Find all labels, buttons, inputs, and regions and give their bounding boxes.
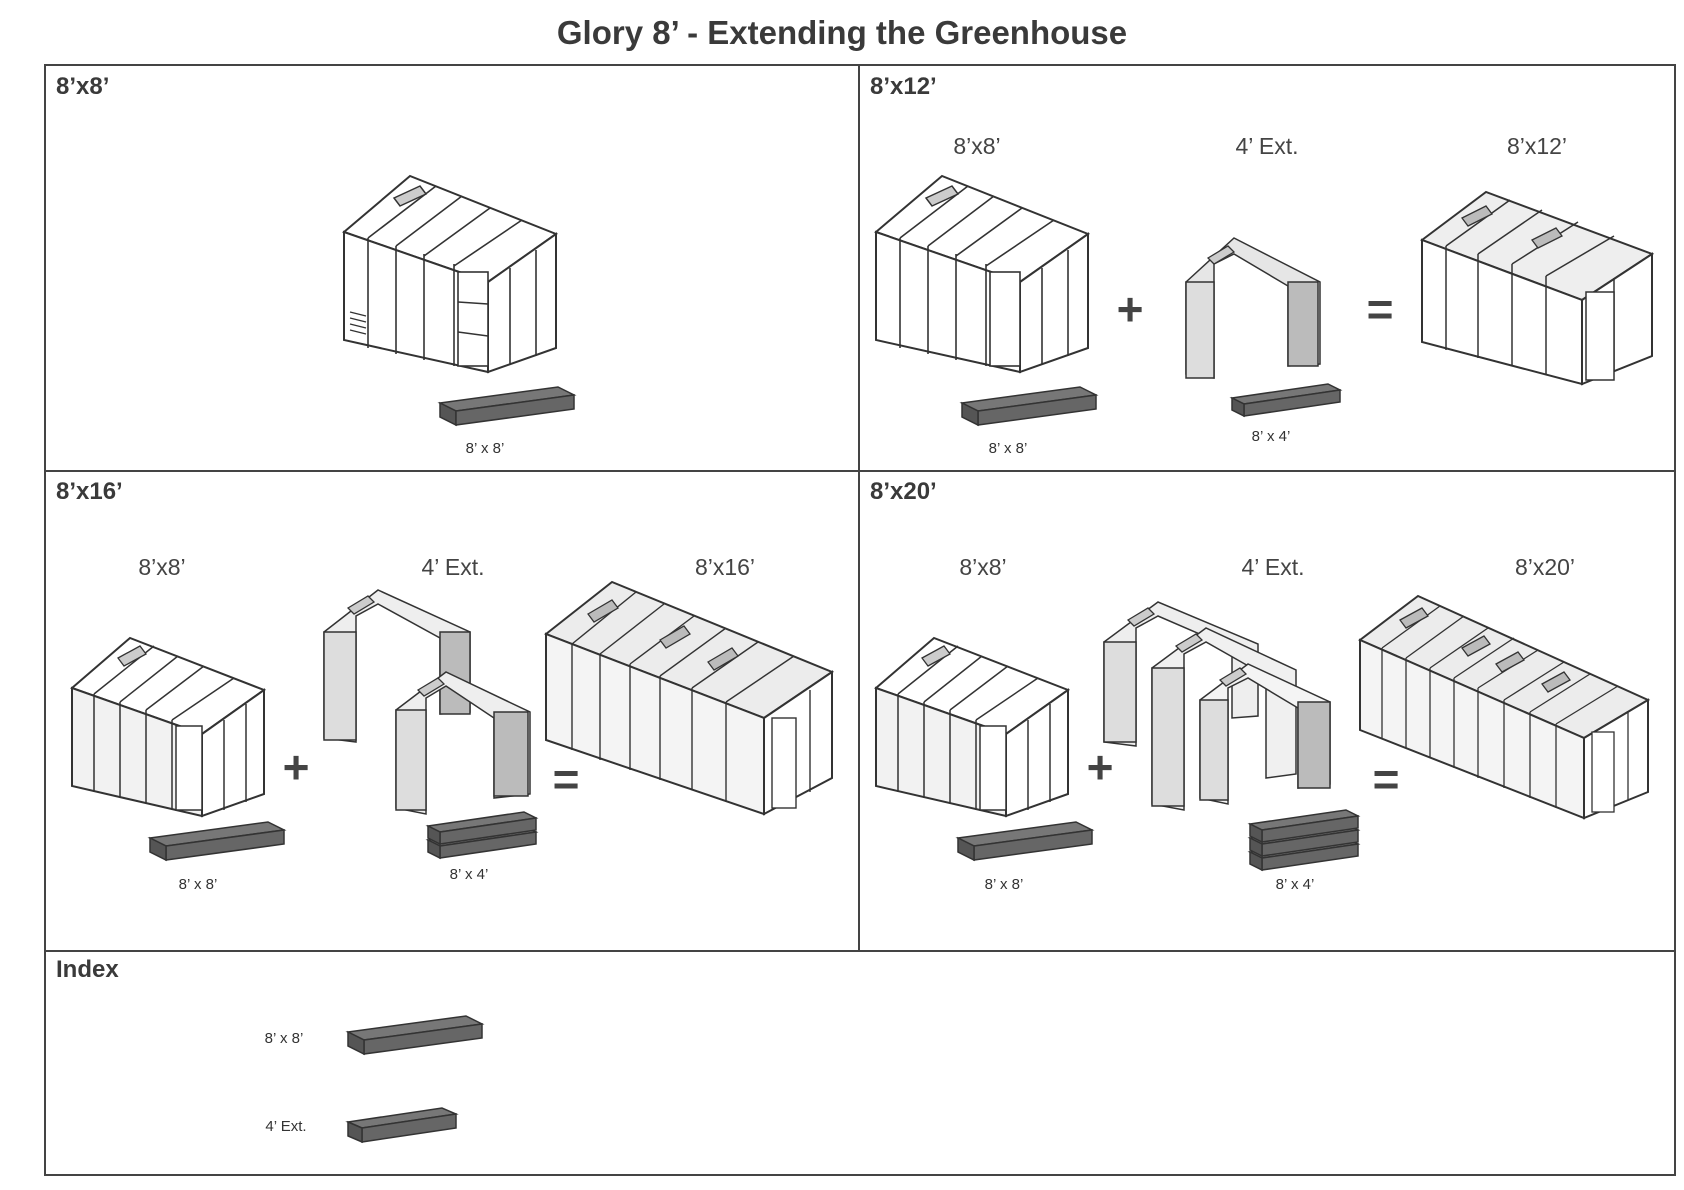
greenhouse-8x8-illustration: [340, 172, 566, 382]
column-label-extension: 4’ Ext.: [1187, 133, 1347, 160]
base-label: 8’ x 8’: [148, 876, 248, 893]
column-label-result: 8’x20’: [1465, 554, 1625, 581]
column-label-result: 8’x12’: [1457, 133, 1617, 160]
column-label-base: 8’x8’: [903, 554, 1063, 581]
greenhouse-8x12-illustration: [1418, 188, 1658, 388]
base-8x4-stack-icon: [428, 810, 538, 862]
column-label-result: 8’x16’: [645, 554, 805, 581]
base-label: 8’ x 4’: [1245, 876, 1345, 893]
column-label-base: 8’x8’: [82, 554, 242, 581]
base-label: 8’ x 8’: [954, 876, 1054, 893]
base-label: 8’ x 4’: [1221, 428, 1321, 445]
panel-heading-8x12: 8’x12’: [870, 73, 937, 101]
plus-sign: +: [276, 740, 316, 794]
greenhouse-8x8-illustration: [68, 634, 272, 824]
greenhouse-8x8-illustration: [872, 634, 1076, 824]
greenhouse-8x16-illustration: [542, 578, 838, 822]
column-label-base: 8’x8’: [897, 133, 1057, 160]
base-label: 8’ x 4’: [419, 866, 519, 883]
divider: [46, 950, 1674, 952]
index-heading: Index: [56, 956, 119, 984]
base-8x8-icon: [962, 383, 1097, 429]
base-8x8-icon: [958, 818, 1093, 864]
column-label-extension: 4’ Ext.: [373, 554, 533, 581]
base-8x4-icon: [348, 1104, 458, 1146]
column-label-extension: 4’ Ext.: [1193, 554, 1353, 581]
base-8x4-stack-icon: [1250, 808, 1360, 874]
index-label-extension: 4’ Ext.: [236, 1118, 336, 1135]
extension-4ft-illustration: [1184, 234, 1324, 384]
base-label: 8’ x 8’: [958, 440, 1058, 457]
divider: [858, 66, 860, 950]
base-8x8-icon: [440, 383, 575, 429]
panel-heading-8x20: 8’x20’: [870, 478, 937, 506]
base-8x8-icon: [150, 818, 285, 864]
index-label-8x8: 8’ x 8’: [234, 1030, 334, 1047]
divider: [46, 470, 1674, 472]
base-label: 8’ x 8’: [435, 440, 535, 457]
equals-sign: =: [1360, 282, 1400, 336]
greenhouse-8x8-illustration: [872, 172, 1098, 382]
greenhouse-8x20-illustration: [1356, 592, 1654, 824]
base-8x8-icon: [348, 1012, 484, 1060]
page-title: Glory 8’ - Extending the Greenhouse: [0, 14, 1684, 52]
base-8x4-icon: [1232, 382, 1342, 420]
panel-heading-8x8: 8’x8’: [56, 73, 109, 101]
plus-sign: +: [1110, 282, 1150, 336]
panel-heading-8x16: 8’x16’: [56, 478, 123, 506]
extension-4ft-illustration: [394, 668, 534, 818]
extension-4ft-illustration: [1198, 660, 1334, 810]
